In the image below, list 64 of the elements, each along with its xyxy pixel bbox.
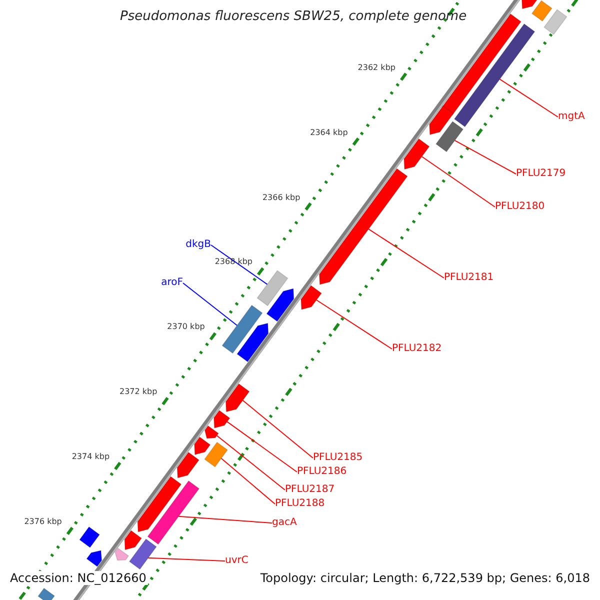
gene-label: uvrC <box>225 555 248 567</box>
leader-line <box>421 156 496 208</box>
gene-block <box>300 284 322 310</box>
leader-line <box>216 435 286 490</box>
gene-label: PFLU2188 <box>275 498 325 510</box>
gene-block <box>225 383 250 412</box>
gene-label: PFLU2187 <box>285 484 335 496</box>
gene-label: gacA <box>272 517 297 529</box>
leader-line <box>316 300 392 350</box>
leader-line <box>454 140 516 174</box>
leader-line <box>242 400 314 458</box>
gene-bar <box>435 120 464 152</box>
leader-line <box>182 282 238 326</box>
scale-label: 2370 kbp <box>167 322 205 332</box>
scale-label: 2372 kbp <box>120 387 158 398</box>
gene-block <box>114 548 130 561</box>
leader-line <box>226 421 298 472</box>
leader-line <box>148 557 226 562</box>
gene-bar <box>531 0 552 22</box>
gene-label: PFLU2179 <box>516 168 566 180</box>
gene-label: PFLU2185 <box>313 452 363 464</box>
gene-bar <box>222 304 263 354</box>
gene-bar <box>544 9 568 35</box>
leader-line <box>220 458 276 504</box>
leader-line <box>210 244 268 285</box>
gene-label: dkgB <box>186 239 211 251</box>
gene-block <box>124 530 142 550</box>
gene-block <box>214 410 230 429</box>
scale-label: 2366 kbp <box>262 192 300 203</box>
gene-block <box>137 476 182 532</box>
gene-block <box>86 550 102 568</box>
gene-block <box>318 168 408 286</box>
scale-label: 2368 kbp <box>214 257 253 268</box>
gene-block <box>194 436 211 456</box>
scale-label: 2362 kbp <box>358 62 396 73</box>
gene-label: PFLU2182 <box>392 343 442 355</box>
scale-label: 2376 kbp <box>24 517 62 527</box>
footer-text: Accession: NC_012660 <box>8 571 148 585</box>
gene-bar <box>79 526 100 548</box>
leader-line <box>499 78 558 118</box>
gene-bar <box>147 480 200 545</box>
gene-bar <box>454 23 536 128</box>
leader-line <box>178 516 272 524</box>
gene-label: PFLU2186 <box>297 466 347 478</box>
gene-label: PFLU2180 <box>495 201 545 213</box>
gene-bar <box>38 588 56 600</box>
gene-block <box>429 105 454 136</box>
map-title: Pseudomonas fluorescens SBW25, complete genome <box>120 9 467 24</box>
gene-bar <box>256 270 288 306</box>
scale-label: 2364 kbp <box>310 128 348 138</box>
gene-block <box>204 425 220 439</box>
gene-block <box>176 452 200 478</box>
gene-bar <box>128 538 157 570</box>
leader-line <box>368 228 444 278</box>
gene-bar <box>204 442 228 468</box>
scale-label: 2374 kbp <box>72 452 110 462</box>
gene-block <box>236 322 269 362</box>
gene-label: aroF <box>161 277 183 289</box>
gene-block <box>521 0 539 10</box>
gene-label: mgtA <box>558 111 585 123</box>
gene-label: PFLU2181 <box>444 272 494 284</box>
gene-block <box>266 288 294 322</box>
gene-block <box>404 138 430 170</box>
footer-text: Topology: circular; Length: 6,722,539 bp; Genes: 6,018 <box>258 571 592 585</box>
